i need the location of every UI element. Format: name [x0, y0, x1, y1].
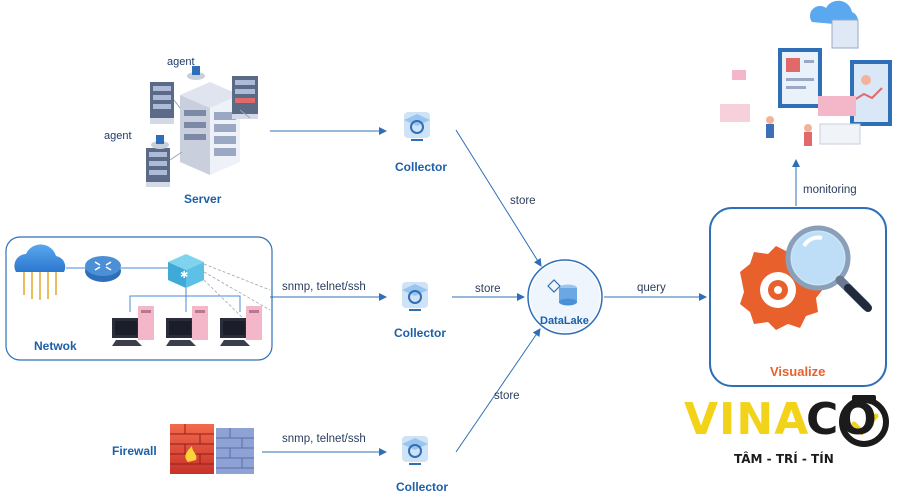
datalake-icon — [527, 259, 603, 335]
edge-label-store-top: store — [510, 195, 536, 207]
collector-mid-label: Collector — [394, 326, 447, 340]
brand-tagline: TÂM - TRÍ - TÍN — [734, 452, 834, 466]
edges — [262, 127, 800, 456]
edge-collector-top-datalake — [455, 129, 542, 267]
agent-label-top: agent — [167, 56, 195, 68]
edge-label-store-bot: store — [494, 390, 520, 402]
collector-top-icon — [404, 112, 430, 141]
cloud-icon — [14, 244, 66, 300]
edge-label-snmp-mid: snmp, telnet/ssh — [282, 281, 366, 293]
collector-mid-icon — [402, 282, 428, 311]
agent-label-left: agent — [104, 130, 132, 142]
edge-label-snmp-bot: snmp, telnet/ssh — [282, 433, 366, 445]
edge-label-store-mid: store — [475, 283, 501, 295]
collector-top-label: Collector — [395, 160, 448, 174]
firewall-icon — [170, 424, 254, 474]
visualize-label: Visualize — [770, 364, 826, 379]
magnifier-icon — [785, 225, 872, 312]
vinaco-logo-icon — [839, 395, 889, 447]
switch-icon: ✱ — [168, 254, 204, 288]
edge-collector-bot-datalake — [455, 328, 541, 453]
collector-bot-icon — [402, 436, 428, 465]
monitoring-illustration-icon — [720, 0, 892, 146]
network-label: Netwok — [34, 339, 77, 353]
network-group-box — [5, 236, 273, 361]
firewall-label: Firewall — [112, 444, 157, 458]
collector-bot-label: Collector — [396, 480, 449, 494]
svg-text:✱: ✱ — [180, 270, 188, 281]
server-cluster-icon — [146, 66, 258, 187]
edge-label-query: query — [637, 282, 666, 294]
server-label: Server — [184, 192, 222, 206]
router-icon — [85, 256, 121, 282]
pc-group-icon — [112, 306, 262, 346]
datalake-label: DataLake — [540, 315, 589, 327]
brand-name-part2: CO — [806, 394, 878, 445]
brand-name-part1: VINA — [684, 394, 810, 445]
edge-label-monitoring: monitoring — [803, 184, 857, 196]
